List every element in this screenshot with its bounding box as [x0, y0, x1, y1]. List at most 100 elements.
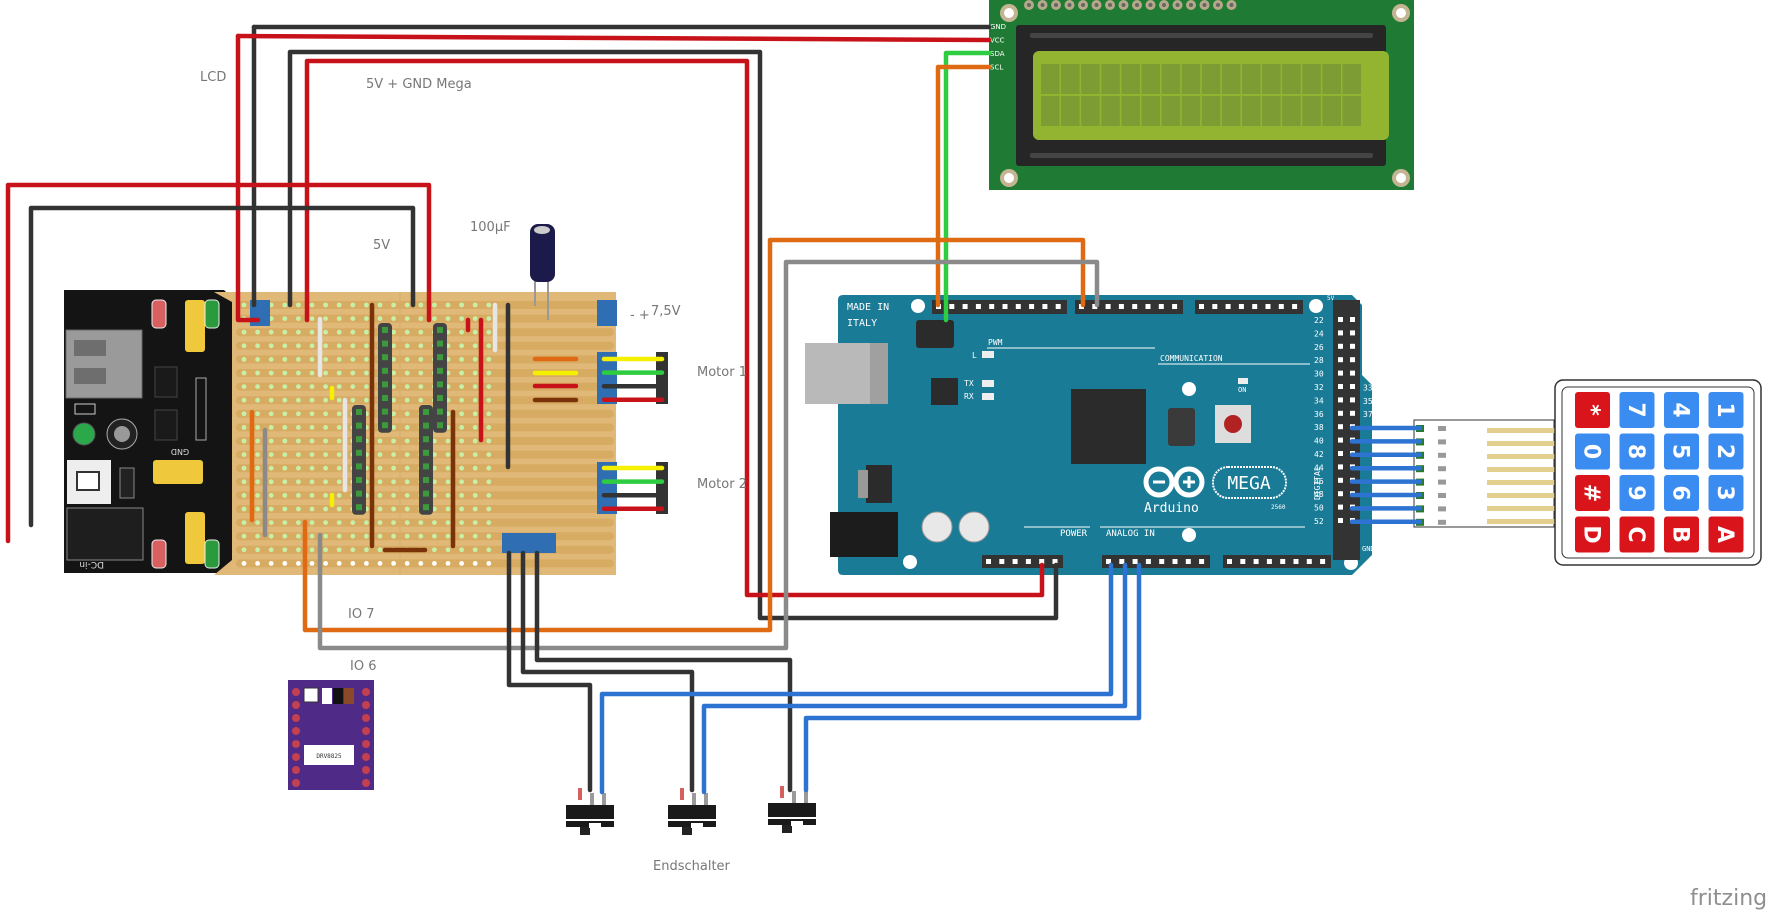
stripboard-hole: [282, 465, 288, 471]
header-pin: [356, 436, 362, 443]
stripboard-hole: [309, 316, 315, 321]
stripboard-hole: [432, 438, 437, 444]
stripboard-hole: [268, 384, 274, 389]
stripboard-hole: [350, 343, 356, 349]
stripboard-hole: [486, 329, 492, 335]
header-pin: [356, 409, 362, 415]
header-pin: [356, 490, 362, 497]
copper-strip: [236, 532, 614, 541]
stripboard-hole: [282, 520, 288, 525]
stripboard-hole: [255, 329, 260, 335]
header-pin: [1015, 304, 1021, 309]
stripboard-hole: [282, 547, 288, 553]
stripboard-hole: [404, 302, 410, 308]
lcd-pin-label: SCL: [990, 64, 1003, 72]
header-pin: [1225, 304, 1231, 309]
stripboard-hole: [486, 370, 492, 376]
dc-in-label: DC-in: [79, 559, 104, 569]
wire-5v-supply: [5, 182, 432, 544]
stripboard-hole: [296, 520, 301, 525]
stripboard-hole: [391, 302, 396, 308]
header-pin: [1052, 559, 1058, 564]
lcd-cell: [1041, 96, 1060, 126]
header-pin: [1106, 559, 1111, 564]
pin-header: [419, 405, 433, 515]
endstop-pin: [578, 788, 582, 800]
header-pin: [382, 354, 388, 361]
keypad-key-label: B: [1668, 526, 1693, 543]
pin-label: 36: [1314, 410, 1324, 419]
wire-lcd-sda: [943, 50, 992, 323]
stripboard-hole: [472, 329, 478, 335]
pin-label: 28: [1314, 356, 1324, 365]
header-pin: [1012, 559, 1018, 564]
header-pin: [949, 304, 955, 309]
dc-jack-icon: [830, 512, 898, 557]
supply-polarity-label: - +: [630, 308, 650, 323]
led-rx-label: RX: [964, 392, 974, 401]
stripboard-hole: [391, 329, 396, 335]
stripboard-hole: [486, 411, 492, 417]
lcd-cell: [1161, 96, 1181, 126]
stripboard-hole: [296, 533, 301, 539]
stripboard-hole: [432, 479, 437, 485]
header-pin: [1227, 559, 1232, 564]
header-pin: [1132, 559, 1138, 564]
header-pins: [151, 299, 167, 329]
stripboard-hole: [309, 452, 315, 457]
stripboard-hole: [241, 343, 247, 349]
stripboard-hole: [432, 452, 437, 457]
keypad-key: [1619, 516, 1655, 553]
stripboard-hole: [241, 520, 247, 525]
jumper-top[interactable]: [185, 300, 205, 352]
lcd-cell: [1101, 96, 1120, 126]
copper-strip: [236, 328, 614, 337]
stripboard-hole: [377, 465, 383, 471]
stripboard-hole: [350, 397, 356, 403]
header-pin: [1158, 304, 1164, 309]
stripboard-hole: [364, 302, 369, 308]
stripboard-hole: [336, 493, 342, 498]
mega-label: MEGA: [1227, 473, 1271, 494]
stripboard-hole: [255, 438, 260, 444]
stripboard-hole: [336, 384, 342, 389]
power-module: DC-in GND: [64, 290, 236, 573]
stripboard-hole: [268, 493, 274, 498]
mcu-chip: [1071, 389, 1146, 464]
ribbon-trace: [1487, 480, 1557, 485]
ribbon-pin: [1438, 426, 1446, 431]
ribbon-pin: [1438, 506, 1446, 512]
endstop-pin: [804, 791, 808, 803]
driver-pin: [362, 714, 370, 722]
ribbon-pin: [1438, 479, 1446, 485]
header-pin: [1265, 304, 1271, 309]
jumper-bottom[interactable]: [185, 512, 205, 564]
driver-name-label: DRV8825: [316, 753, 342, 760]
stripboard-hole: [309, 438, 315, 444]
stripboard-hole: [472, 533, 478, 539]
stripboard-hole: [364, 357, 369, 362]
stripboard-hole: [241, 533, 247, 539]
header-pin: [1025, 559, 1031, 564]
stripboard-hole: [336, 397, 342, 403]
stripboard-hole: [296, 384, 301, 389]
stripboard-hole: [336, 533, 342, 539]
stripboard-hole: [241, 329, 247, 335]
stripboard-hole: [391, 411, 396, 417]
pin-header: [433, 323, 447, 433]
dc-jack-icon: [66, 507, 144, 561]
stripboard-hole: [459, 506, 464, 512]
endstop-pin: [680, 788, 684, 800]
stripboard-hole: [445, 438, 451, 444]
wires: [5, 24, 1423, 795]
header-pin: [1278, 304, 1284, 309]
ribbon-pin: [1438, 452, 1446, 458]
stripboard-hole: [255, 452, 260, 457]
header-pin: [1338, 491, 1343, 497]
stripboard-hole: [255, 425, 260, 430]
endstop-pin: [602, 793, 606, 805]
stripboard-hole: [336, 547, 342, 553]
stripboard-hole: [418, 343, 424, 349]
stripboard-hole: [391, 493, 396, 498]
